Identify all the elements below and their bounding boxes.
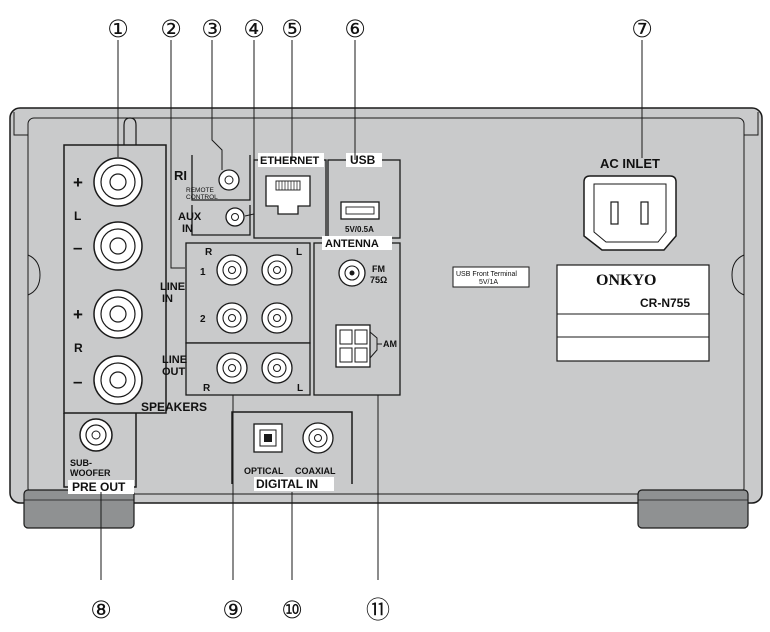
callout-1: ①	[107, 15, 129, 43]
speakers-block: + L – + R – SPEAKERS	[63, 117, 207, 414]
pre-out-label: PRE OUT	[72, 480, 126, 494]
aux-label-2: IN	[182, 223, 193, 235]
line-in-jack[interactable]	[216, 302, 248, 334]
optical-port[interactable]	[253, 423, 283, 453]
speaker-plus-label: +	[73, 173, 83, 192]
line-out-jack[interactable]	[261, 352, 293, 384]
line-in-jack[interactable]	[261, 302, 293, 334]
aux-in-jack[interactable]	[225, 207, 245, 227]
antenna-block: ANTENNA FM 75Ω AM	[313, 236, 401, 396]
speaker-minus-label: –	[73, 372, 82, 391]
model-label: CR-N755	[640, 296, 690, 310]
ethernet-block: ETHERNET	[253, 153, 327, 239]
subwoofer-label-1: SUB-	[70, 458, 92, 468]
ac-inlet-block: AC INLET	[583, 156, 677, 251]
callout-7: ⑦	[631, 15, 653, 43]
brand-logo: ONKYO	[596, 272, 656, 289]
right-top-tab	[744, 112, 759, 136]
line-out-jack[interactable]	[216, 352, 248, 384]
right-foot	[637, 489, 749, 529]
speaker-left-label: L	[74, 209, 81, 223]
am-label: AM	[383, 339, 397, 349]
callout-leaders	[100, 40, 643, 580]
speaker-minus-label: –	[73, 238, 82, 257]
line-in-jack[interactable]	[216, 254, 248, 286]
aux-label-1: AUX	[178, 211, 202, 223]
fm-label-1: FM	[372, 264, 385, 274]
usb-rating-label: 5V/0.5A	[345, 225, 374, 234]
left-foot	[23, 489, 135, 529]
line-in-right-label: R	[205, 247, 213, 258]
pre-out-block: SUB- WOOFER PRE OUT	[63, 413, 137, 494]
line-out-right-label: R	[203, 383, 211, 394]
ethernet-port[interactable]	[265, 175, 311, 215]
fm-label-2: 75Ω	[370, 275, 387, 285]
usb-front-sticker: USB Front Terminal 5V/1A	[452, 266, 530, 288]
speaker-plus-label: +	[73, 305, 83, 324]
subwoofer-jack[interactable]	[79, 418, 113, 452]
callout-11: ⑪	[366, 596, 390, 624]
line-in-label-2: IN	[162, 293, 173, 305]
remote-aux-block: RI REMOTE CONTROL AUX IN	[174, 155, 251, 236]
callout-8: ⑧	[90, 596, 112, 624]
model-plate: ONKYO CR-N755	[556, 264, 710, 362]
speaker-terminal[interactable]	[93, 221, 143, 271]
line-in-row1-label: 1	[200, 267, 206, 278]
speaker-right-label: R	[74, 341, 83, 355]
usb-label: USB	[350, 153, 376, 167]
speaker-terminal[interactable]	[93, 157, 143, 207]
usb-front-label-1: USB Front Terminal	[456, 271, 517, 278]
line-in-label-1: LINE	[160, 281, 185, 293]
speakers-label: SPEAKERS	[141, 400, 207, 414]
antenna-label: ANTENNA	[325, 238, 379, 250]
callout-5: ⑤	[281, 15, 303, 43]
ethernet-label: ETHERNET	[260, 155, 320, 167]
digital-in-block: OPTICAL COAXIAL DIGITAL IN	[231, 411, 353, 491]
callout-4: ④	[243, 15, 265, 43]
line-out-label-1: LINE	[162, 354, 187, 366]
callout-9: ⑨	[222, 596, 244, 624]
usb-front-label-2: 5V/1A	[479, 279, 498, 286]
line-out-label-2: OUT	[162, 366, 186, 378]
am-antenna-terminal[interactable]	[335, 324, 382, 368]
speaker-terminal[interactable]	[93, 355, 143, 405]
remote-label-1: REMOTE	[186, 187, 214, 194]
line-out-left-label: L	[297, 383, 303, 394]
callouts: ① ② ③ ④ ⑤ ⑥ ⑦ ⑧ ⑨ ⑩ ⑪	[90, 15, 653, 624]
subwoofer-label-2: WOOFER	[70, 468, 111, 478]
callout-6: ⑥	[344, 15, 366, 43]
remote-control-jack[interactable]	[218, 169, 240, 191]
line-in-row2-label: 2	[200, 314, 206, 325]
usb-port[interactable]	[340, 201, 380, 220]
line-in-block: R L 1 2 LINE IN	[160, 242, 311, 344]
remote-label-2: CONTROL	[186, 194, 218, 201]
left-top-tab	[13, 112, 28, 136]
callout-10: ⑩	[281, 596, 303, 624]
right-side-ridge	[731, 254, 745, 296]
left-side-ridge	[27, 254, 41, 296]
ac-inlet-label: AC INLET	[600, 156, 660, 171]
fm-antenna-jack[interactable]	[338, 259, 366, 287]
digital-in-label: DIGITAL IN	[256, 477, 318, 491]
callout-3: ③	[201, 15, 223, 43]
optical-label: OPTICAL	[244, 466, 284, 476]
usb-block: USB 5V/0.5A	[327, 153, 401, 239]
ri-label: RI	[174, 168, 187, 183]
coaxial-jack[interactable]	[302, 422, 334, 454]
coaxial-label: COAXIAL	[295, 466, 336, 476]
line-out-block: LINE OUT R L	[162, 342, 311, 396]
speaker-terminal[interactable]	[93, 289, 143, 339]
line-in-left-label: L	[296, 247, 302, 258]
callout-2: ②	[160, 15, 182, 43]
ac-inlet-socket[interactable]	[583, 175, 677, 251]
line-in-jack[interactable]	[261, 254, 293, 286]
